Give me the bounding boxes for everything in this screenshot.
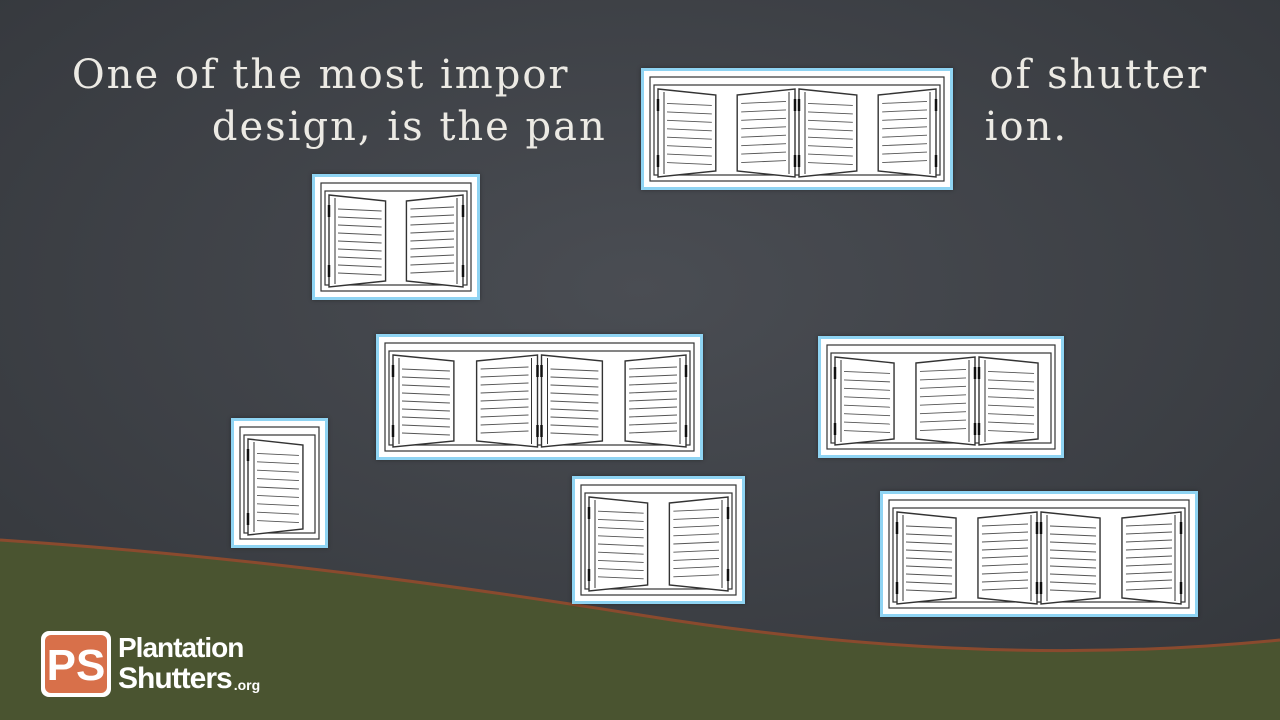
shutter-drawing (649, 76, 945, 182)
window-recess (388, 350, 691, 446)
window-recess (584, 492, 733, 590)
logo-mark-text: PS (47, 641, 106, 690)
shutter-panel (668, 496, 730, 592)
shutter-config-1-panel (231, 418, 328, 548)
shutter-panel (877, 88, 938, 178)
shutter-config-4-panel-wide (376, 334, 703, 460)
logo-word-shutters: Shutters.org (118, 662, 261, 696)
window-recess (830, 352, 1052, 444)
shutter-panel (656, 88, 717, 178)
plantation-shutters-logo: PS Plantation Shutters.org (40, 630, 300, 700)
shutter-drawing (384, 342, 695, 452)
window-frame (384, 342, 695, 452)
shutter-drawing (239, 426, 320, 540)
shutter-panel (391, 354, 455, 448)
window-frame (320, 182, 472, 292)
shutter-panel (736, 88, 797, 178)
ground-hill (0, 540, 1280, 720)
window-frame (649, 76, 945, 182)
shutter-panel (833, 356, 895, 446)
shutter-panel (895, 511, 957, 605)
headline-line-1: One of the most impor of shutter (71, 52, 1209, 98)
shutter-config-4-panel-bifold (880, 491, 1198, 617)
shutter-config-3-panel (818, 336, 1064, 458)
shutter-drawing (580, 484, 737, 596)
shutter-panel (797, 88, 858, 178)
window-recess (324, 190, 468, 286)
shutter-panel (405, 194, 465, 288)
shutter-panel (624, 354, 688, 448)
logo-word-shutters-text: Shutters (118, 662, 233, 695)
window-recess (243, 434, 316, 534)
shutter-drawing (320, 182, 472, 292)
logo-domain-suffix: .org (233, 677, 261, 693)
shutter-config-2-panel (312, 174, 480, 300)
shutter-panel (977, 356, 1039, 446)
window-frame (826, 344, 1056, 450)
shutter-panel (587, 496, 649, 592)
window-frame (888, 499, 1190, 609)
logo-word-plantation: Plantation (118, 632, 244, 663)
shutter-panel (977, 511, 1039, 605)
window-recess (892, 507, 1186, 603)
shutter-config-4-panel-top (641, 68, 953, 190)
window-frame (580, 484, 737, 596)
shutter-config-2-panel-bifold (572, 476, 745, 604)
shutter-panel (1039, 511, 1101, 605)
shutter-panel (1121, 511, 1183, 605)
shutter-drawing (888, 499, 1190, 609)
shutter-panel (915, 356, 977, 446)
ps-logo-mark: PS (41, 631, 111, 697)
window-frame (239, 426, 320, 540)
shutter-panel (475, 354, 539, 448)
shutter-panel (246, 438, 304, 536)
shutter-panel (327, 194, 387, 288)
ground-edge (0, 538, 1280, 653)
headline-line-2: design, is the pan ion. (211, 104, 1069, 150)
window-recess (653, 84, 941, 176)
shutter-panel (540, 354, 604, 448)
shutter-drawing (826, 344, 1056, 450)
